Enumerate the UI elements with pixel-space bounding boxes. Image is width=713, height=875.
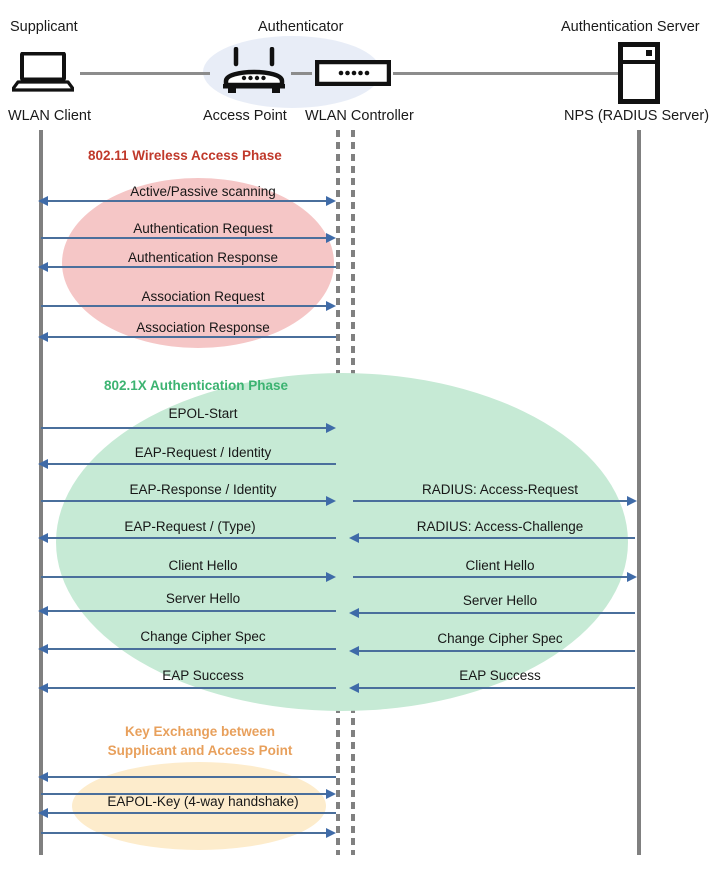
message-line-active-passive-scanning [46,200,334,202]
message-label-server-hello-left: Server Hello [165,591,241,606]
actor-name-wlan-controller: WLAN Controller [305,108,414,124]
message-label-eapol-key-group: EAPOL-Key (4-way handshake) [107,794,299,809]
arrowhead-left-eap-request-type [38,533,48,543]
link-controller-to-server [393,72,618,75]
arrowhead-left-server-hello-right [349,608,359,618]
arrowhead-left-association-response [38,332,48,342]
arrowhead-left-eap-success-left [38,683,48,693]
message-label-association-request: Association Request [141,289,265,304]
arrowhead-left-change-cipher-spec-left [38,644,48,654]
arrowhead-right-eapol-start [326,423,336,433]
message-line-eapol-start [41,427,334,429]
phase-802-11-title: 802.11 Wireless Access Phase [88,148,282,163]
message-line-eapol-key-2 [41,793,334,795]
message-label-authentication-request: Authentication Request [133,221,273,236]
arrowhead-left-active-passive-scanning [38,196,48,206]
message-line-eap-success-left [46,687,336,689]
message-line-client-hello-left [41,576,334,578]
message-label-radius-access-request: RADIUS: Access-Request [421,482,579,497]
message-label-eapol-start: EPOL-Start [168,406,238,421]
message-label-eap-response-identity: EAP-Response / Identity [129,482,277,497]
message-line-authentication-request [41,237,334,239]
lifeline-auth-server [637,130,641,855]
lifeline-supplicant [39,130,43,855]
arrowhead-right-eapol-key-4 [326,828,336,838]
actor-name-nps-radius-server: NPS (RADIUS Server) [564,108,710,124]
message-line-eap-request-identity [46,463,336,465]
message-line-eapol-key-4 [41,832,334,834]
message-label-eap-success-right: EAP Success [459,668,541,683]
message-label-association-response: Association Response [136,320,270,335]
message-line-change-cipher-spec-right [357,650,635,652]
message-line-eapol-key-1 [46,776,336,778]
message-label-eap-request-identity: EAP-Request / Identity [134,445,272,460]
actor-role-supplicant: Supplicant [10,19,78,35]
arrowhead-right-eap-response-identity [326,496,336,506]
message-label-client-hello-left: Client Hello [168,558,238,573]
arrowhead-right-active-passive-scanning [326,196,336,206]
message-label-server-hello-right: Server Hello [462,593,538,608]
message-line-association-response [46,336,336,338]
message-line-radius-access-request [353,500,635,502]
message-label-client-hello-right: Client Hello [465,558,535,573]
message-label-active-passive-scanning: Active/Passive scanning [130,184,276,199]
server-icon [618,42,660,109]
wireless-router-icon [218,46,290,99]
phase-802-11-highlight [62,178,334,348]
arrowhead-left-eapol-key-1 [38,772,48,782]
phase-key-exchange-title-line1: Key Exchange between [124,724,276,739]
message-label-authentication-response: Authentication Response [127,250,279,265]
arrowhead-right-client-hello-right [627,572,637,582]
message-line-server-hello-right [357,612,635,614]
message-line-eap-response-identity [41,500,334,502]
actor-role-authenticator: Authenticator [258,19,344,35]
arrowhead-left-radius-access-challenge [349,533,359,543]
arrowhead-left-eap-success-right [349,683,359,693]
actor-role-authentication-server: Authentication Server [561,19,700,35]
message-label-radius-access-challenge: RADIUS: Access-Challenge [416,519,584,534]
arrowhead-right-client-hello-left [326,572,336,582]
message-label-change-cipher-spec-right: Change Cipher Spec [437,631,563,646]
message-line-server-hello-left [46,610,336,612]
arrowhead-left-authentication-response [38,262,48,272]
arrowhead-left-eapol-key-3 [38,808,48,818]
wlan-controller-icon [314,59,392,91]
message-label-change-cipher-spec-left: Change Cipher Spec [140,629,266,644]
actor-name-wlan-client: WLAN Client [8,108,91,124]
message-line-radius-access-challenge [357,537,635,539]
arrowhead-right-authentication-request [326,233,336,243]
arrowhead-right-association-request [326,301,336,311]
link-client-to-ap [80,72,210,75]
phase-802-1x-title: 802.1X Authentication Phase [104,378,289,393]
arrowhead-left-change-cipher-spec-right [349,646,359,656]
arrowhead-left-eap-request-identity [38,459,48,469]
arrowhead-right-radius-access-request [627,496,637,506]
phase-802-1x-highlight [56,373,628,711]
message-line-eapol-key-3 [46,812,336,814]
actor-name-access-point: Access Point [203,108,287,124]
link-ap-to-controller [291,72,312,75]
message-line-association-request [41,305,334,307]
arrowhead-right-eapol-key-2 [326,789,336,799]
arrowhead-left-server-hello-left [38,606,48,616]
message-line-change-cipher-spec-left [46,648,336,650]
message-line-authentication-response [46,266,336,268]
message-label-eap-request-type: EAP-Request / (Type) [124,519,256,534]
laptop-icon [10,51,76,97]
message-line-client-hello-right [353,576,635,578]
message-label-eap-success-left: EAP Success [162,668,244,683]
phase-key-exchange-title-line2: Supplicant and Access Point [107,743,293,758]
message-line-eap-success-right [357,687,635,689]
message-line-eap-request-type [46,537,336,539]
